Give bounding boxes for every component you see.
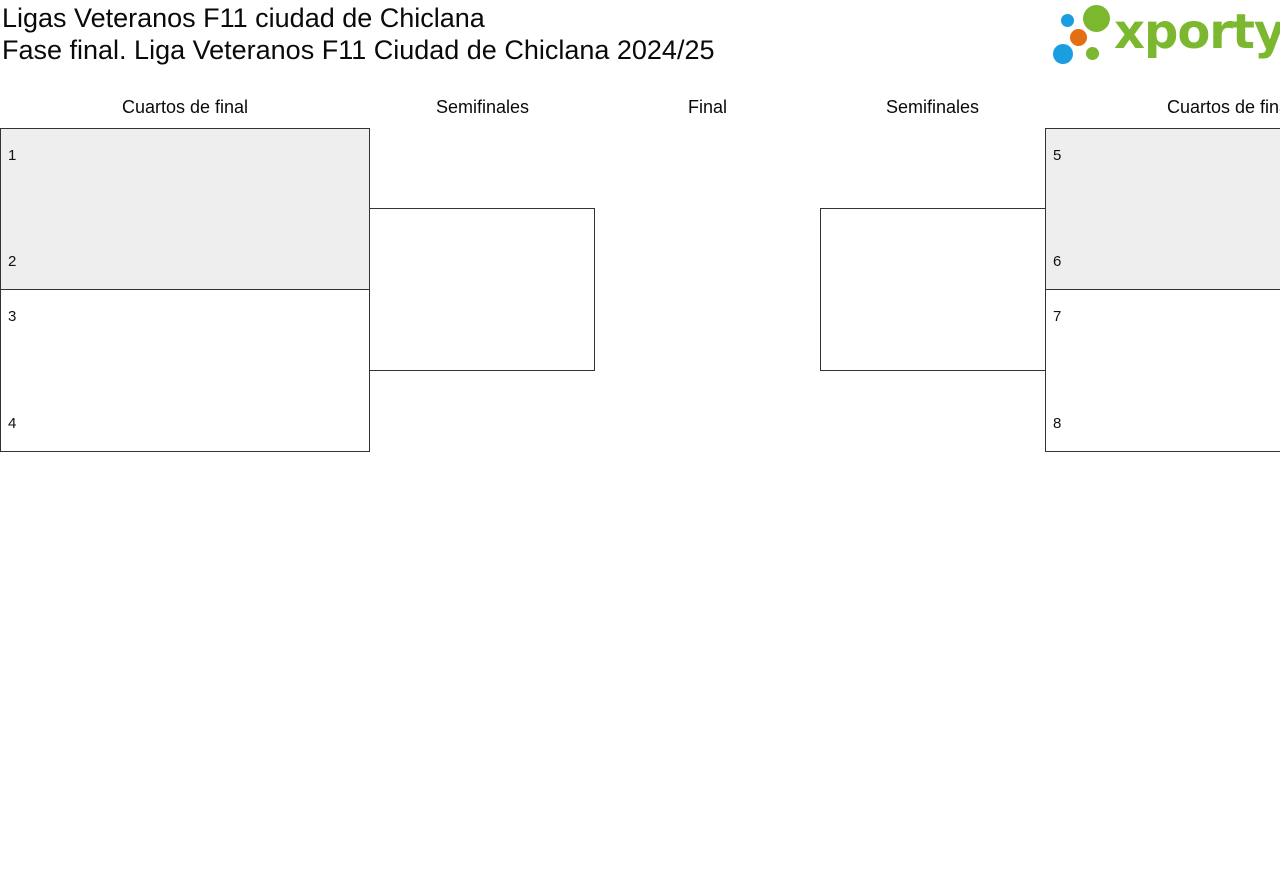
match-left-qf-1[interactable]: 1 2: [0, 128, 370, 290]
column-header-final: Final: [687, 97, 727, 117]
seed-label: 7: [1053, 308, 1062, 325]
logo-dot-blue-large: [1053, 44, 1073, 64]
logo-dot-green-small: [1086, 47, 1099, 60]
column-header-right-quarterfinals: Cuartos de final: [1166, 97, 1280, 117]
logo-dot-blue-small: [1061, 14, 1074, 27]
logo-wordmark: xporty: [1114, 4, 1280, 60]
match-left-semifinal[interactable]: [369, 208, 595, 371]
seed-label: 3: [8, 308, 17, 325]
seed-label: 8: [1053, 415, 1062, 432]
page-title: Ligas Veteranos F11 ciudad de Chiclana: [2, 3, 485, 33]
match-left-qf-2[interactable]: 3 4: [0, 289, 370, 452]
column-header-left-quarterfinals: Cuartos de final: [121, 97, 249, 117]
seed-label: 5: [1053, 147, 1062, 164]
page-subtitle: Fase final. Liga Veteranos F11 Ciudad de…: [2, 35, 715, 65]
column-header-left-semifinals: Semifinales: [435, 97, 530, 117]
seed-label: 4: [8, 415, 17, 432]
match-right-qf-1[interactable]: 5 6: [1045, 128, 1280, 290]
logo-dot-orange: [1070, 29, 1087, 46]
logo-dot-green-large: [1083, 5, 1110, 32]
seed-label: 6: [1053, 253, 1062, 270]
match-right-semifinal[interactable]: [820, 208, 1046, 371]
match-right-qf-2[interactable]: 7 8: [1045, 289, 1280, 452]
column-header-right-semifinals: Semifinales: [885, 97, 980, 117]
seed-label: 2: [8, 253, 17, 270]
seed-label: 1: [8, 147, 17, 164]
xporty-logo[interactable]: xporty: [1048, 2, 1280, 68]
